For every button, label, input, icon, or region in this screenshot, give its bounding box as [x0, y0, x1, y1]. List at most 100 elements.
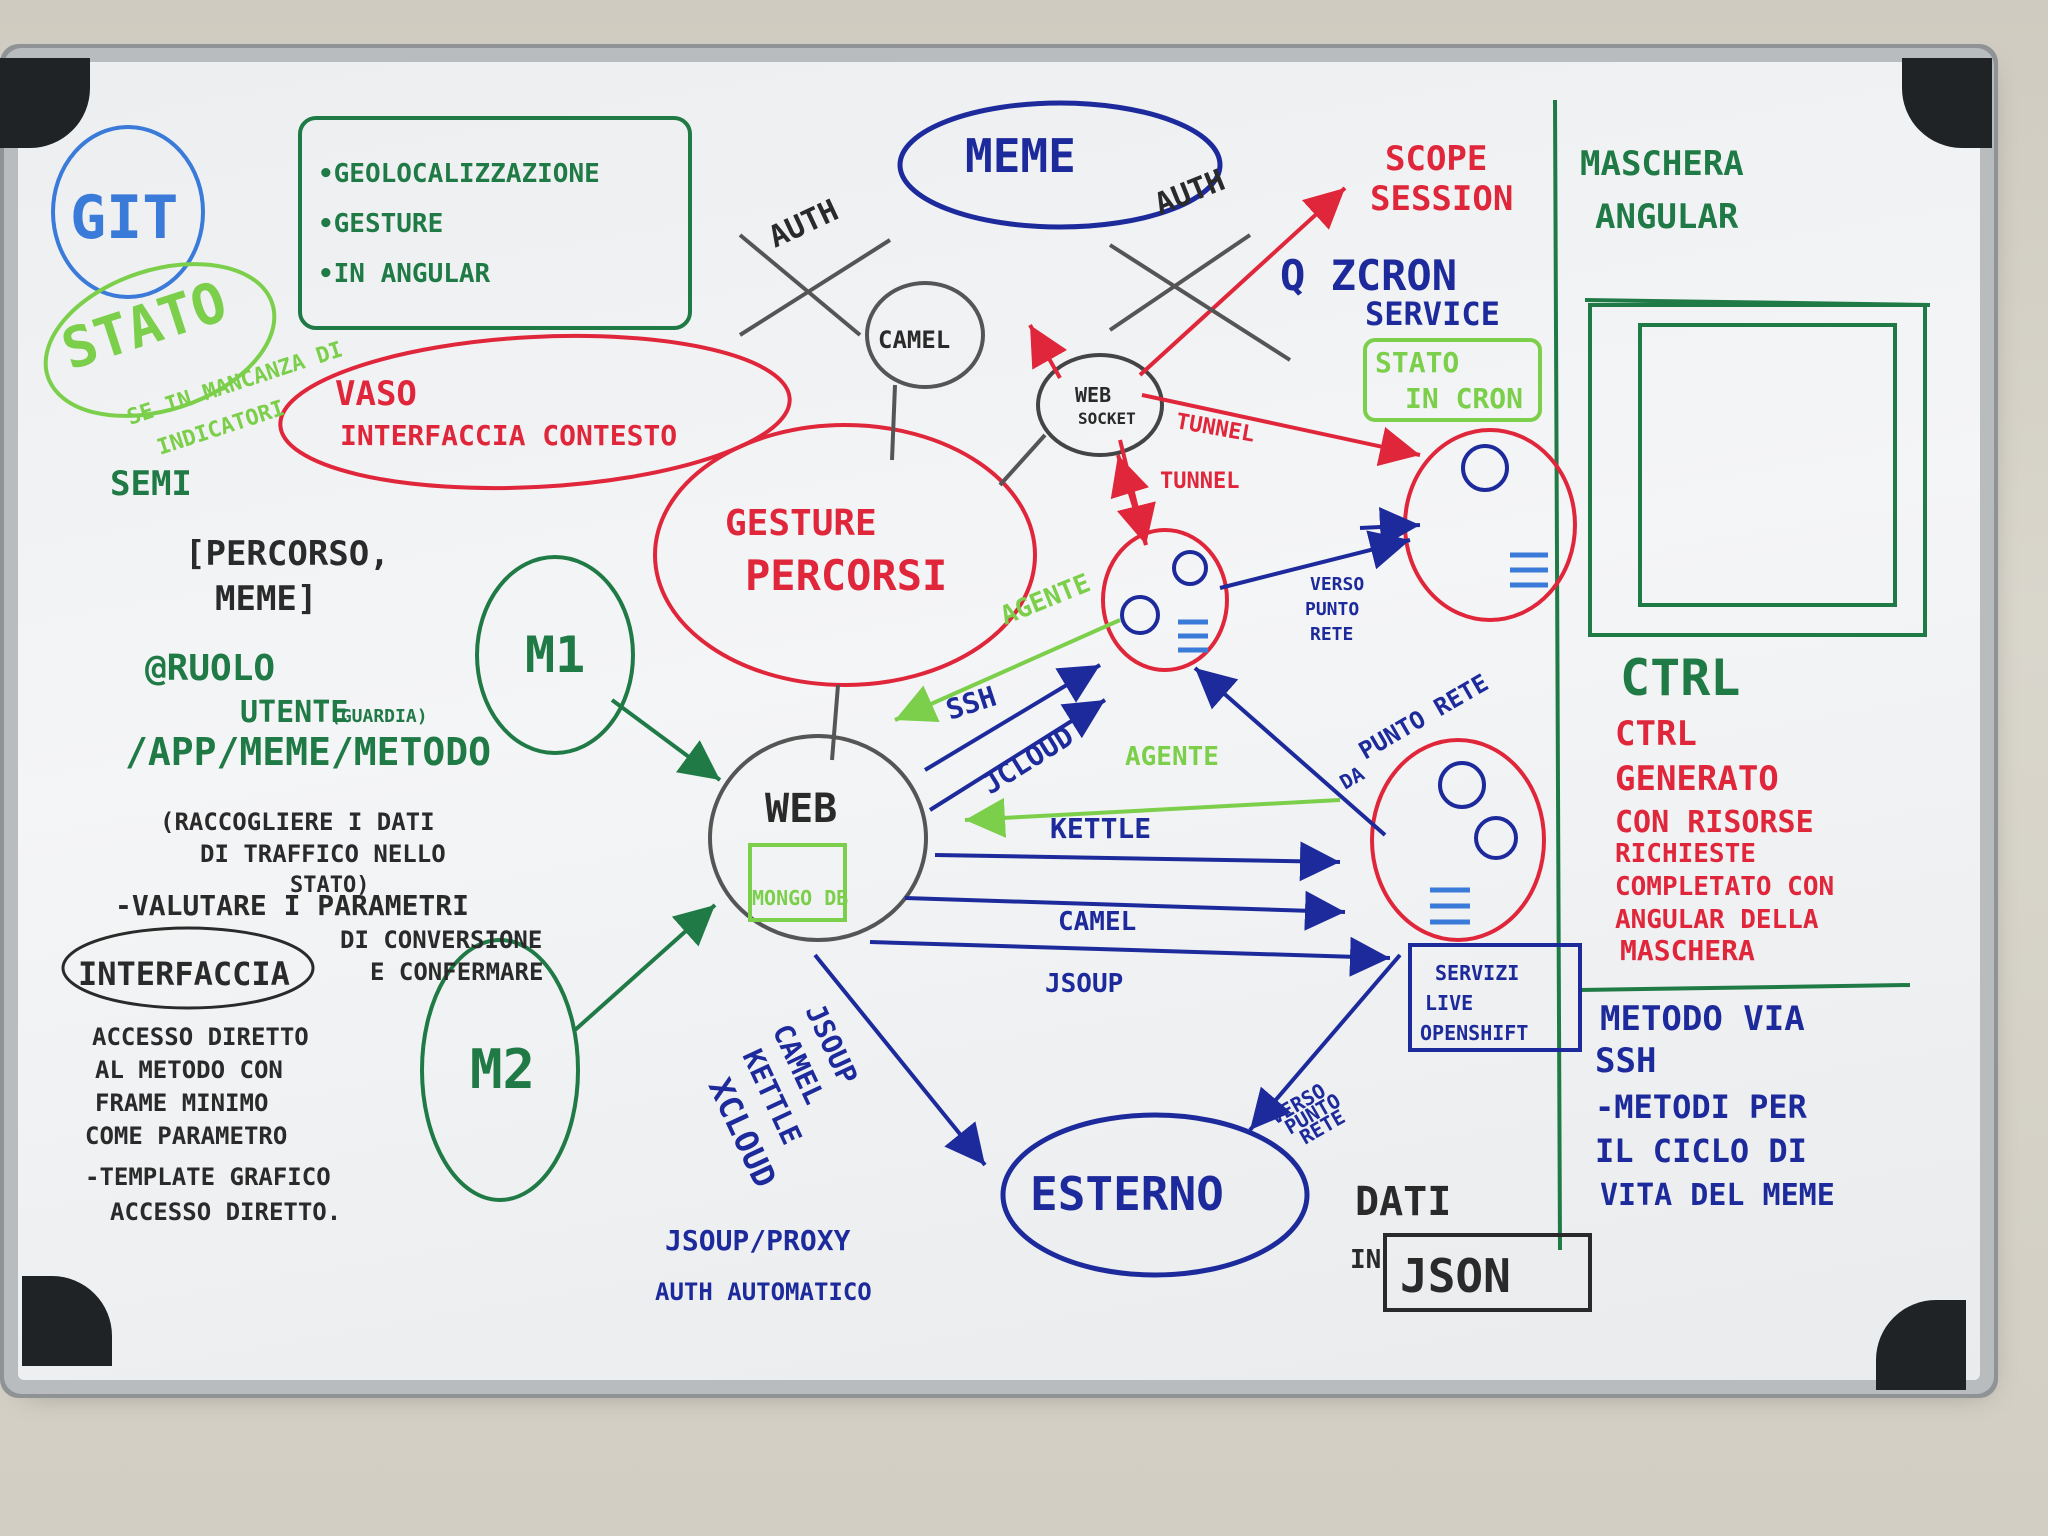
- ctrl-note-7: MASCHERA: [1620, 934, 1755, 967]
- agente-1: AGENTE: [996, 568, 1094, 631]
- ruolo-line-1: @RUOLO: [145, 648, 275, 689]
- semi-label: SEMI: [110, 464, 192, 504]
- mongodb-label: MONGO DB: [752, 886, 848, 910]
- whiteboard: [18, 62, 1980, 1380]
- web-node: [708, 734, 928, 942]
- vaso-line-2: INTERFACCIA CONTESTO: [340, 419, 677, 452]
- verso-1-line-1: VERSO: [1310, 574, 1364, 595]
- service-label: SERVICE: [1365, 295, 1500, 333]
- in-label: IN: [1350, 1245, 1381, 1275]
- guardia-label: (GUARDIA): [330, 706, 428, 727]
- stato-cron-box: [1363, 338, 1542, 422]
- jsoup-proxy-2: AUTH AUTOMATICO: [655, 1278, 872, 1306]
- red-connections: [1028, 186, 1421, 546]
- stato-cron-2: IN CRON: [1405, 382, 1523, 415]
- ssh-label: SSH: [942, 680, 1000, 727]
- maschera-line-1: MASCHERA: [1580, 144, 1744, 184]
- interfaccia-note-1: ACCESSO DIRETTO: [92, 1023, 309, 1051]
- ctrl-note-1: CTRL: [1615, 714, 1697, 754]
- raccogliere-1: (RACCOGLIERE I DATI: [160, 808, 435, 836]
- metodo-note-4: IL CICLO DI: [1595, 1132, 1807, 1170]
- raccogliere-3: STATO): [290, 873, 369, 898]
- interfaccia-label: INTERFACCIA: [78, 955, 290, 993]
- ctrl-title: CTRL: [1620, 649, 1740, 707]
- verso-1-line-2: PUNTO: [1305, 599, 1359, 620]
- esterno-ellipse: [1000, 1112, 1310, 1278]
- interfaccia-note-3: FRAME MINIMO: [95, 1089, 268, 1117]
- m1-label: M1: [525, 626, 585, 684]
- dati-label: DATI: [1355, 1179, 1451, 1225]
- camel-edge-label: CAMEL: [1058, 907, 1136, 937]
- percorso-line-2: MEME]: [215, 579, 317, 619]
- camel-node-label: CAMEL: [878, 326, 950, 354]
- stato-label: STATO: [54, 269, 234, 383]
- mongodb-cylinder: [748, 843, 847, 922]
- valutare-1: -VALUTARE I PARAMETRI: [115, 889, 469, 922]
- websocket-line-1: WEB: [1075, 383, 1111, 407]
- auth-right: AUTH: [1150, 163, 1230, 223]
- esterno-label: ESTERNO: [1030, 1167, 1224, 1221]
- ctrl-note-6: ANGULAR DELLA: [1615, 905, 1819, 935]
- auth-left: AUTH: [764, 193, 844, 255]
- ruolo-line-2: UTENTE: [240, 695, 348, 730]
- web-label: WEB: [765, 786, 837, 832]
- git-label: GIT: [70, 183, 178, 253]
- grey-connections: [738, 233, 1292, 761]
- gesture-ellipse: [653, 423, 1037, 687]
- servizi-line-2: LIVE: [1425, 991, 1473, 1015]
- verso-1-line-3: RETE: [1310, 624, 1353, 645]
- servizi-line-3: OPENSHIFT: [1420, 1021, 1528, 1045]
- tunnel-2: TUNNEL: [1160, 469, 1239, 494]
- git-ellipse: [51, 125, 205, 299]
- stato-green-ellipse: [43, 262, 277, 418]
- ctrl-note-4: RICHIESTE: [1615, 839, 1756, 869]
- interfaccia-note-2: AL METODO CON: [95, 1056, 283, 1084]
- valutare-2: DI CONVERSIONE: [340, 926, 542, 954]
- metodo-note-2: SSH: [1595, 1041, 1656, 1081]
- websocket-node: [1036, 353, 1164, 457]
- dark-green-connections: [573, 698, 722, 1032]
- meme-label: MEME: [965, 129, 1076, 183]
- da-punto-2: PUNTO RETE: [1354, 669, 1493, 765]
- vm-node-3: [1370, 738, 1546, 942]
- json-label: JSON: [1400, 1249, 1511, 1303]
- qzcron-label: Q ZCRON: [1280, 251, 1457, 300]
- raccogliere-2: DI TRAFFICO NELLO: [200, 840, 446, 868]
- m1-ellipse: [475, 555, 635, 755]
- gesture-line-1: GESTURE: [725, 503, 877, 544]
- jcloud-label: JCLOUD: [976, 719, 1079, 801]
- geo-line-1: •GEOLOCALIZZAZIONE: [318, 159, 600, 189]
- websocket-line-2: SOCKET: [1078, 409, 1136, 428]
- green-connections: [894, 618, 1341, 838]
- percorso-line-1: [PERCORSO,: [185, 534, 390, 574]
- meme-ellipse: [897, 100, 1223, 230]
- valutare-3: E CONFERMARE: [370, 958, 543, 986]
- scope-line-1: SCOPE: [1385, 139, 1487, 179]
- interfaccia-note-5: -TEMPLATE GRAFICO: [85, 1163, 331, 1191]
- vaso-line-1: VASO: [335, 374, 417, 414]
- interfaccia-note-4: COME PARAMETRO: [85, 1122, 287, 1150]
- scope-line-2: SESSION: [1370, 179, 1513, 219]
- servizi-line-1: SERVIZI: [1435, 961, 1519, 985]
- jsoup-proxy-1: JSOUP/PROXY: [665, 1224, 851, 1257]
- ctrl-note-3: CON RISORSE: [1615, 805, 1814, 840]
- vm-stripes: [1178, 552, 1548, 925]
- json-box: [1383, 1233, 1592, 1312]
- maschera-line-2: ANGULAR: [1595, 197, 1739, 237]
- vm-badges: [1120, 444, 1518, 860]
- stato-cron-1: STATO: [1375, 346, 1459, 379]
- m2-label: M2: [470, 1038, 535, 1101]
- jsoup-edge-label: JSOUP: [1045, 969, 1123, 999]
- m2-ellipse: [420, 938, 580, 1202]
- metodo-note-3: -METODI PER: [1595, 1088, 1808, 1126]
- agente-2: AGENTE: [1125, 742, 1219, 772]
- da-punto-1: DA: [1336, 761, 1369, 794]
- tunnel-1: TUNNEL: [1174, 409, 1257, 447]
- metodo-note-1: METODO VIA: [1600, 999, 1805, 1039]
- ctrl-note-5: COMPLETATO CON: [1615, 872, 1834, 902]
- vm-node-1: [1101, 528, 1229, 672]
- metodo-note-5: VITA DEL MEME: [1600, 1178, 1835, 1213]
- geo-box: [298, 116, 692, 330]
